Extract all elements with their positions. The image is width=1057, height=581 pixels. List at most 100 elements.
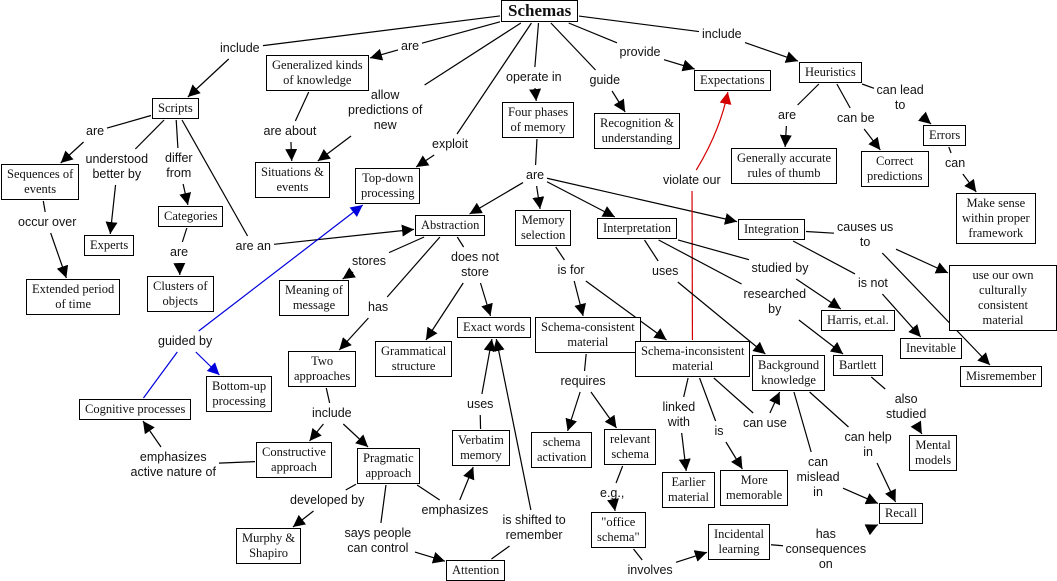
link-line-cognitive-to-guided-by	[142, 351, 178, 399]
link-line-heuristics-to-are-heur	[797, 83, 820, 106]
concept-recall: Recall	[879, 503, 923, 524]
link-line-heuristics-to-can-lead-to	[861, 83, 875, 89]
link-arrow-studied-by-to-harris	[795, 278, 842, 310]
link-arrow-is-not-to-inevitable	[881, 293, 922, 338]
link-line-constructive-to-emphasizes-active	[218, 461, 256, 464]
link-line-schema-inconsistent-to-can-use	[713, 377, 754, 414]
link-line-background-to-can-help-in	[809, 391, 849, 428]
link-arrow-are-phases-to-memory-selection	[532, 185, 545, 210]
link-arrow-can-help-in-to-recall	[876, 462, 897, 503]
link-line-interpretation-to-uses-interp	[643, 239, 659, 262]
link-arrow-has-to-two-approaches	[338, 317, 369, 351]
link-arrow-linked-with-to-earlier-material	[678, 432, 691, 472]
link-line-schemas-to-allow-predictions	[424, 22, 522, 86]
link-line-schemas-to-exploit	[456, 22, 532, 135]
concept-bottom-up: Bottom-up processing	[206, 376, 273, 412]
link-line-relevant-schema-to-eg	[615, 465, 624, 484]
concept-clusters: Clusters of objects	[147, 276, 214, 312]
link-line-office-schema-to-involves	[633, 548, 643, 561]
link-line-schemas-to-guide	[550, 22, 596, 71]
link-arrow-causes-us-to-to-use-own	[895, 248, 949, 274]
link-line-interpretation-to-researched-by	[658, 239, 742, 285]
concept-grammatical: Grammatical structure	[375, 341, 453, 377]
concept-schema-activation: schema activation	[531, 432, 593, 468]
link-label-requires: requires	[560, 373, 606, 388]
link-arrow-says-people-to-attention	[414, 551, 446, 564]
link-line-abstraction-to-stores	[388, 236, 425, 254]
link-label-has-consequences: has consequences on	[785, 526, 867, 571]
link-line-integration-to-causes-us-to	[805, 230, 835, 234]
concept-use-own: use our own culturally consistent materi…	[949, 265, 1057, 331]
link-line-abstraction-to-does-not-store	[456, 236, 465, 248]
link-line-scripts-to-differ-from	[175, 119, 179, 149]
link-line-generalized-to-are-about	[294, 91, 310, 122]
link-label-differ-from: differ from	[165, 151, 193, 180]
concept-memory-selection: Memory selection	[515, 210, 572, 246]
link-label-include-right: include	[702, 26, 742, 41]
link-label-are-gen: are	[401, 38, 420, 53]
link-line-pragmatic-to-developed-by	[345, 483, 357, 491]
link-arrow-occur-over-to-extended-period	[50, 232, 69, 279]
link-label-are-cat: are	[170, 244, 189, 259]
link-arrow-guided-by-to-top-down	[198, 204, 364, 332]
link-label-are-phases: are	[526, 167, 545, 182]
link-line-four-phases-to-are-phases	[534, 138, 538, 166]
link-label-involves: involves	[627, 562, 673, 577]
link-line-schema-inconsistent-to-is-incon	[699, 377, 717, 422]
link-arrow-also-studied-to-mental-models	[910, 420, 923, 435]
concept-interpretation: Interpretation	[597, 218, 678, 239]
link-label-guided-by: guided by	[158, 333, 213, 348]
link-line-scripts-to-are-an	[181, 119, 249, 237]
link-arrow-differ-from-to-categories	[179, 183, 192, 206]
concept-relevant-schema: relevant schema	[604, 429, 657, 465]
concept-scripts: Scripts	[152, 98, 199, 119]
link-line-two-approaches-to-include-two	[325, 387, 331, 404]
link-line-schemas-to-are-gen	[421, 21, 501, 44]
link-arrow-can-use-to-background	[769, 391, 781, 414]
concept-schema-consistent: Schema-consistent material	[535, 317, 641, 353]
concept-expectations: Expectations	[694, 70, 771, 91]
link-label-can-lead-to: can lead to	[876, 83, 924, 112]
link-label-are-an: are an	[235, 238, 271, 253]
link-arrow-are-gen-to-generalized	[369, 48, 399, 61]
link-label-does-not-store: does not store	[451, 250, 499, 279]
link-arrow-is-shifted-to-exact-words	[492, 338, 532, 511]
concept-heuristics: Heuristics	[799, 62, 862, 83]
link-line-schema-consistent-to-requires	[583, 353, 587, 372]
link-label-provide: provide	[619, 44, 661, 59]
link-arrow-uses-verbatim-to-exact-words	[481, 338, 496, 395]
link-arrow-are-phases-to-abstraction	[469, 182, 524, 215]
concept-generalized: Generalized kinds of knowledge	[266, 55, 369, 91]
link-label-causes-us-to: causes us to	[837, 220, 894, 249]
link-arrow-violate-our-to-expectations	[695, 91, 732, 171]
concept-situations: Situations & events	[255, 162, 330, 198]
link-label-can-help-in: can help in	[844, 430, 892, 459]
concept-errors: Errors	[923, 125, 967, 146]
link-line-abstraction-to-has	[386, 236, 441, 298]
link-line-schemas-to-include-left	[262, 15, 501, 47]
concept-incidental: Incidental learning	[708, 524, 770, 560]
concept-verbatim: Verbatim memory	[452, 430, 510, 466]
concept-experts: Experts	[84, 235, 135, 256]
link-arrow-emphasizes-active-to-cognitive	[142, 420, 162, 448]
link-arrow-are-an-to-abstraction	[273, 224, 415, 245]
link-line-incidental-to-has-consequences	[770, 544, 784, 547]
concept-misremember: Misremember	[960, 366, 1043, 387]
link-label-exploit: exploit	[432, 136, 469, 151]
link-arrow-causes-us-to-to-misremember	[881, 252, 991, 366]
link-arrow-include-two-to-constructive	[309, 423, 324, 442]
link-arrow-include-two-to-pragmatic	[342, 423, 369, 448]
link-label-are-about: are about	[263, 123, 317, 138]
link-label-is-for: is for	[557, 262, 585, 277]
link-line-pragmatic-to-emphasizes	[416, 484, 441, 501]
link-line-sequences-to-occur-over	[42, 200, 46, 213]
link-arrow-researched-by-to-bartlett	[798, 319, 844, 355]
concept-top-down: Top-down processing	[355, 168, 421, 204]
link-arrow-can-be-to-correct-predictions	[863, 128, 881, 151]
link-arrow-requires-to-schema-activation	[565, 391, 581, 432]
link-arrow-is-for-to-schema-inconsistent	[585, 280, 667, 341]
link-label-stores: stores	[352, 253, 387, 268]
link-label-eg: e.g.,	[600, 485, 625, 500]
